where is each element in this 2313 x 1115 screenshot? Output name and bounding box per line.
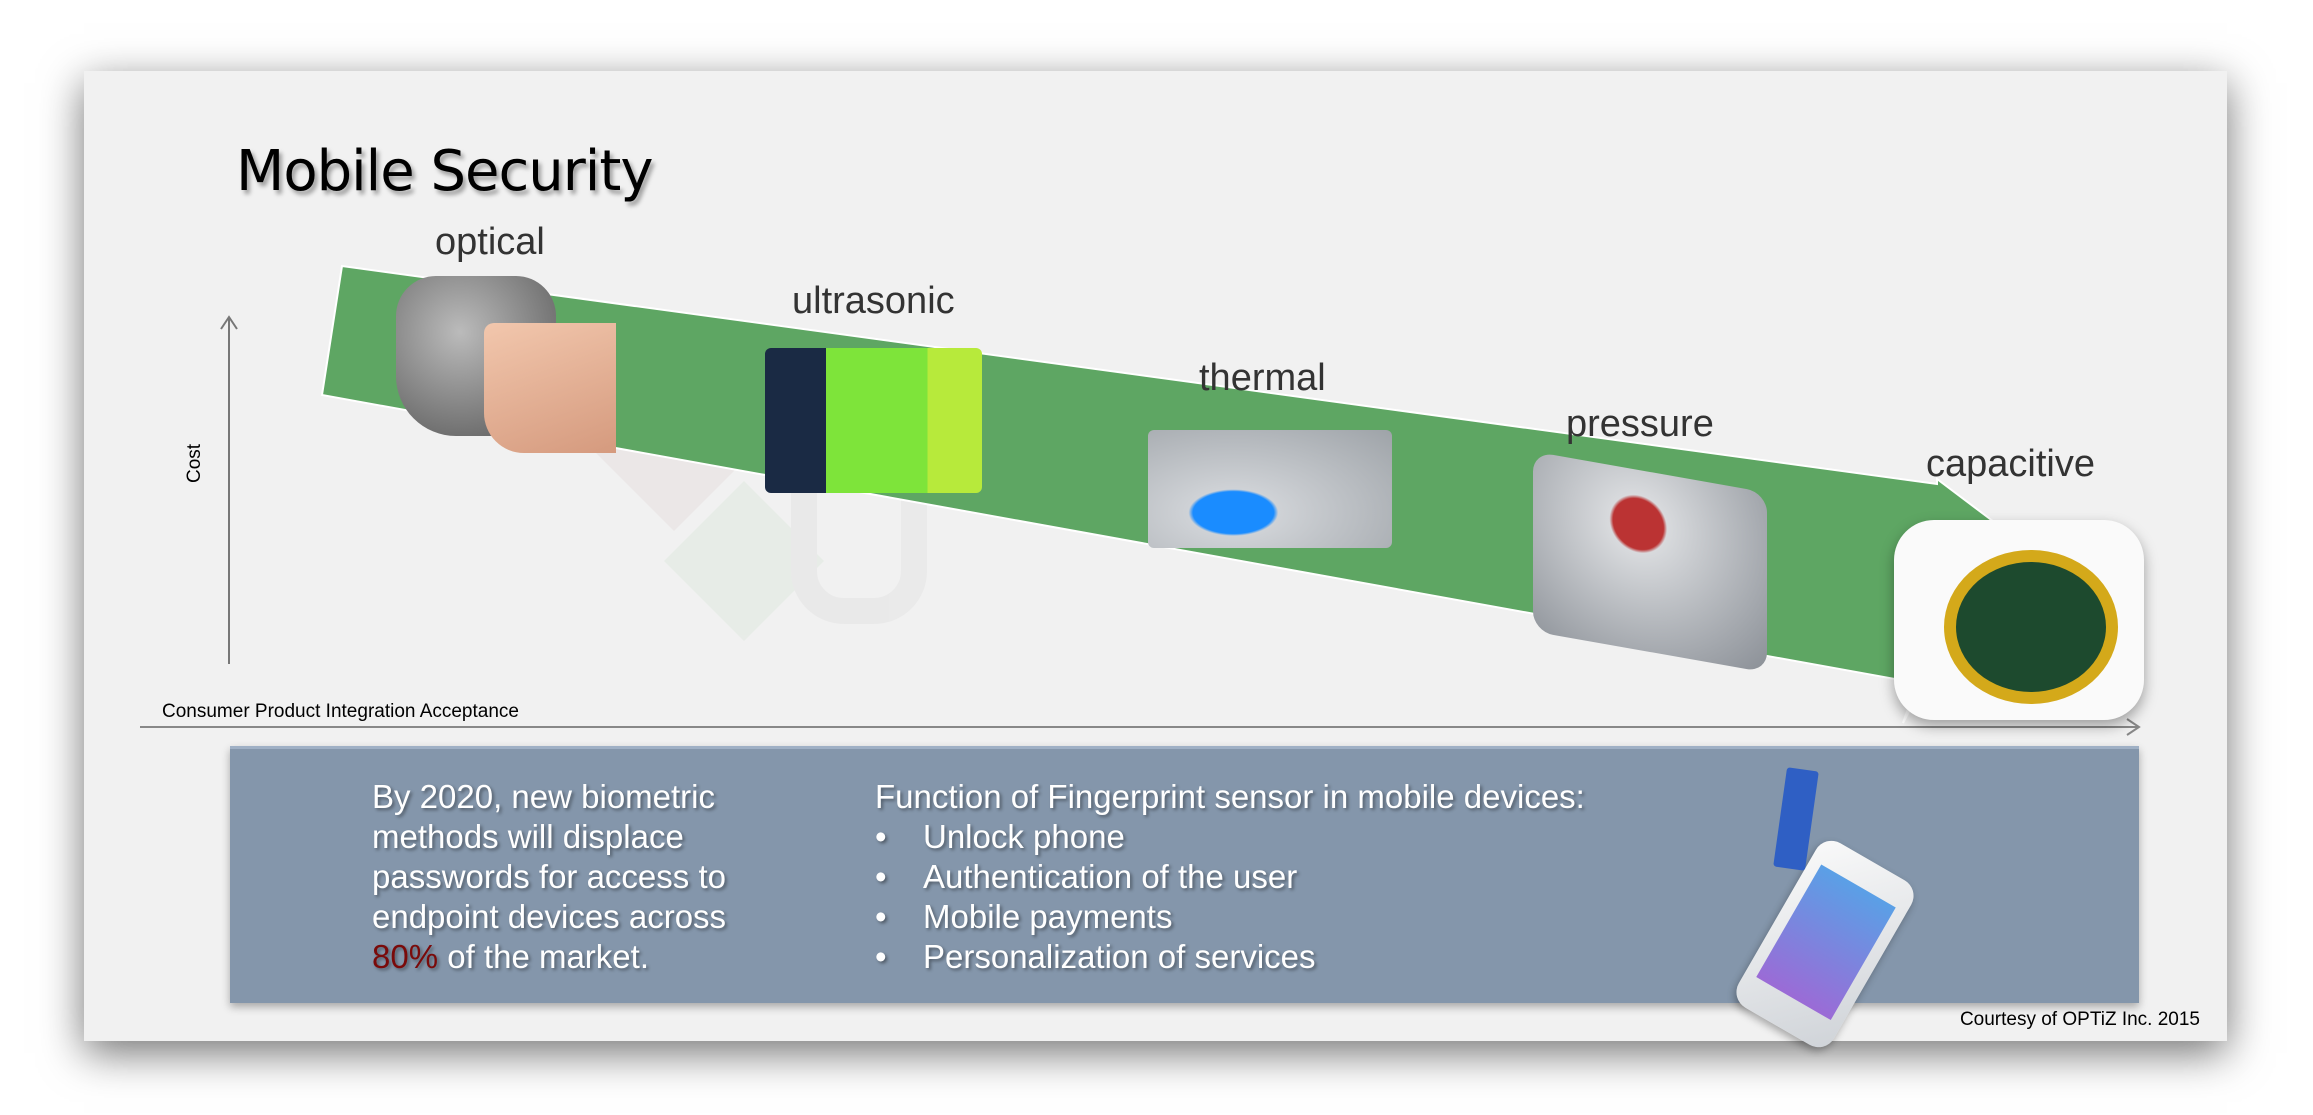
function-list: Function of Fingerprint sensor in mobile… <box>875 777 1585 977</box>
forecast-line: passwords for access to <box>372 858 726 895</box>
sensor-label-pressure: pressure <box>1566 403 1714 445</box>
forecast-line: methods will displace <box>372 818 684 855</box>
bullet: • <box>875 898 887 935</box>
list-item-label: Mobile payments <box>923 898 1173 935</box>
sensor-label-capacitive: capacitive <box>1926 443 2095 485</box>
ultrasonic-sensor-image <box>765 348 982 493</box>
acceptance-axis-arrow <box>140 718 2141 736</box>
bullet: • <box>875 938 887 975</box>
slide: Mobile Security optical ultrasonic therm… <box>84 71 2227 1054</box>
list-item: • Unlock phone <box>875 817 1585 857</box>
info-box: By 2020, new biometric methods will disp… <box>230 746 2139 1054</box>
capacitive-sensor-image <box>1894 520 2144 720</box>
bullet: • <box>875 818 887 855</box>
cost-axis-arrow <box>220 315 238 664</box>
forecast-line: endpoint devices across <box>372 898 727 935</box>
thermal-sensor-image <box>1148 430 1392 548</box>
function-heading: Function of Fingerprint sensor in mobile… <box>875 778 1585 815</box>
highlight-percent: 80% <box>372 938 439 975</box>
sensor-label-thermal: thermal <box>1199 357 1326 399</box>
list-item: • Personalization of services <box>875 937 1585 977</box>
bullet: • <box>875 858 887 895</box>
finger-image <box>484 323 616 453</box>
list-item-label: Personalization of services <box>923 938 1316 975</box>
sensor-label-ultrasonic: ultrasonic <box>792 280 955 322</box>
page-title: Mobile Security <box>236 139 653 204</box>
list-item: • Mobile payments <box>875 897 1585 937</box>
list-item-label: Authentication of the user <box>923 858 1298 895</box>
list-item: • Authentication of the user <box>875 857 1585 897</box>
forecast-line-end: of the market. <box>438 938 649 975</box>
sensor-label-optical: optical <box>435 221 545 263</box>
courtesy-credit: Courtesy of OPTiZ Inc. 2015 <box>1959 1009 2200 1030</box>
forecast-line: By 2020, new biometric <box>372 778 716 815</box>
list-item-label: Unlock phone <box>923 818 1125 855</box>
forecast-line: 80% of the market. <box>372 937 726 977</box>
acceptance-axis-label: Consumer Product Integration Acceptance <box>162 701 519 722</box>
forecast-text: By 2020, new biometric methods will disp… <box>372 777 726 977</box>
cost-axis-label: Cost <box>184 443 205 483</box>
